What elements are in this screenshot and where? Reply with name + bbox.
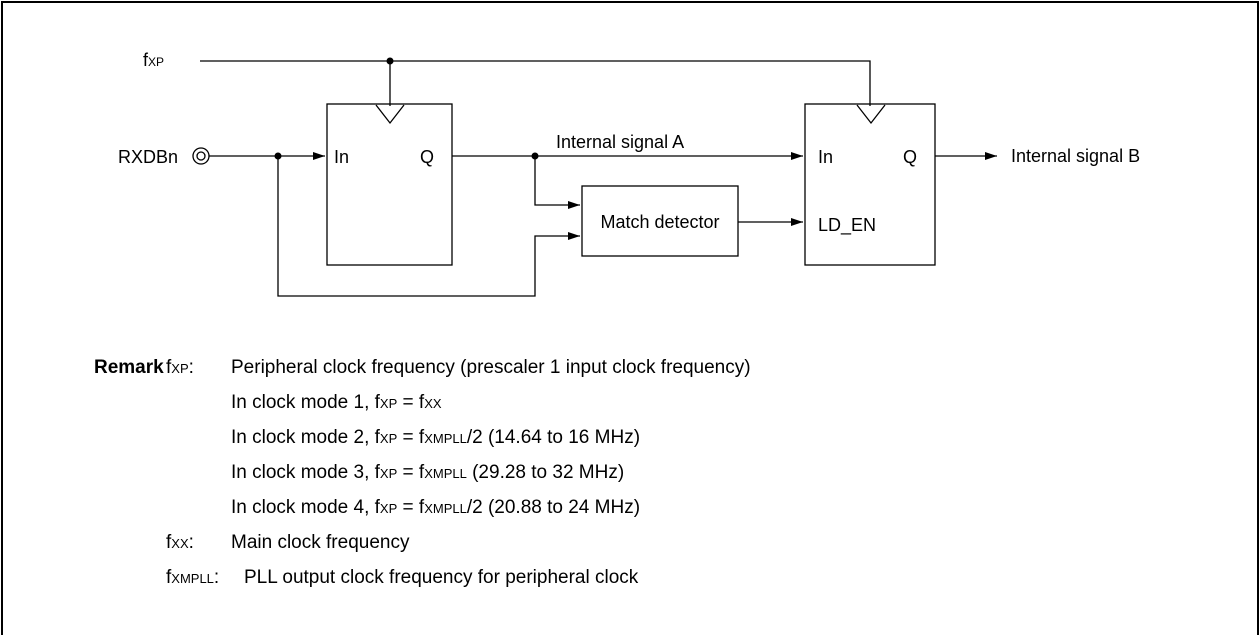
remark-clock-mode-4: In clock mode 4, fXP = fXMPLL/2 (20.88 t… [231, 497, 641, 518]
remark-clock-mode-2: In clock mode 2, fXP = fXMPLL/2 (14.64 t… [231, 427, 641, 448]
ff1-in-label: In [334, 147, 349, 167]
remark-fxx-description: Main clock frequency [231, 532, 410, 553]
ff1-q-label: Q [420, 147, 434, 167]
flip-flop-1-box [326, 103, 453, 266]
match-detector-label: Match detector [600, 212, 719, 232]
flip-flop-2-clock-triangle [856, 104, 886, 125]
junction-dot-fxp [386, 57, 394, 65]
ff2-in-label: In [818, 147, 833, 167]
rxdbn-terminal-inner [196, 151, 206, 161]
remark-clock-mode-3: In clock mode 3, fXP = fXMPLL (29.28 to … [231, 462, 625, 483]
fxp-label: fXP [143, 50, 164, 70]
internal-signal-b-label: Internal signal B [1011, 146, 1140, 166]
ff2-ld-en-label: LD_EN [818, 215, 876, 236]
rxdbn-terminal-outer [192, 147, 210, 165]
match-detector-box [581, 185, 739, 257]
signal-a-to-match-line [534, 156, 580, 209]
fxp-clock-line [200, 60, 871, 106]
flip-flop-1-clock-triangle [375, 104, 405, 125]
junction-dot-rxdbn [274, 152, 282, 160]
rxdbn-bypass-line [277, 156, 580, 297]
remark-fxp-description: Peripheral clock frequency (prescaler 1 … [231, 357, 751, 378]
junction-dot-signal-a [531, 152, 539, 160]
remark-clock-mode-1: In clock mode 1, fXP = fXX [231, 392, 442, 413]
remark-key-fxx: fXX: [166, 532, 194, 553]
ff2-q-label: Q [903, 147, 917, 167]
remark-key-fxmpll: fXMPLL: [166, 567, 220, 588]
flip-flop-2-box [804, 103, 936, 266]
remark-key-fxp: fXP: [166, 357, 194, 378]
rxdbn-label: RXDBn [118, 147, 178, 167]
internal-signal-a-label: Internal signal A [556, 132, 684, 152]
remark-fxmpll-description: PLL output clock frequency for periphera… [244, 567, 639, 588]
remark-heading: Remark [94, 357, 164, 378]
